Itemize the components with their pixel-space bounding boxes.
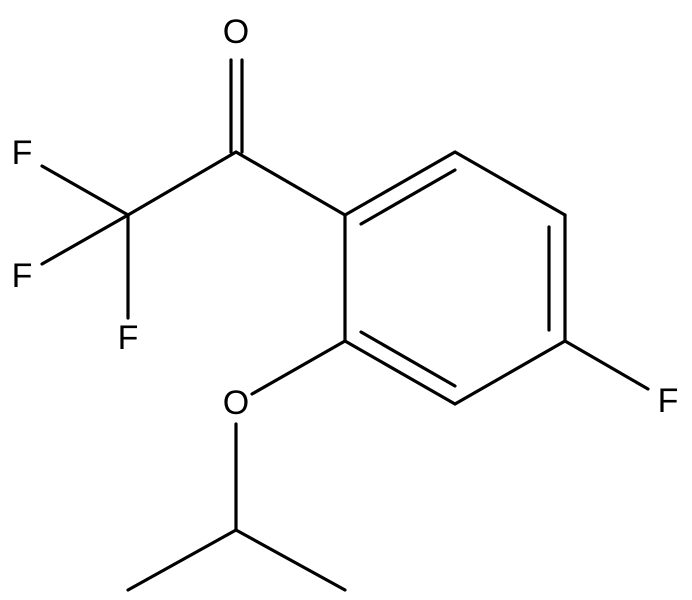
bond-carbonyl-cf3 — [126, 150, 238, 217]
bond-cf3-f2 — [40, 213, 130, 266]
atom-label-f-ring: F — [658, 382, 679, 420]
bond-carbonyl-ring — [234, 150, 347, 217]
bond-cf3-f1 — [40, 164, 130, 217]
atom-label-f3: F — [118, 319, 139, 357]
bond-layer — [40, 58, 650, 592]
atom-label-o-ether: O — [223, 384, 249, 422]
bond-ring-c1-c2 — [343, 150, 457, 217]
atom-label-o-carbonyl: O — [223, 13, 249, 51]
atom-label-f1: F — [12, 134, 33, 172]
bond-ch-me2 — [234, 528, 347, 592]
bond-ring-oether — [250, 339, 347, 396]
bond-ring-c5-c6-inner — [359, 330, 457, 388]
atom-label-layer: O F F F F O — [12, 13, 679, 422]
bond-ring-c1-c2-inner — [359, 168, 457, 226]
bond-ring-c5-c6 — [343, 339, 457, 406]
bond-ring-c2-c3 — [453, 150, 567, 217]
bond-ch-me1 — [126, 528, 238, 592]
bond-ring-f — [563, 339, 650, 391]
atom-label-f2: F — [12, 257, 33, 295]
bond-ring-c4-c5 — [453, 339, 567, 406]
